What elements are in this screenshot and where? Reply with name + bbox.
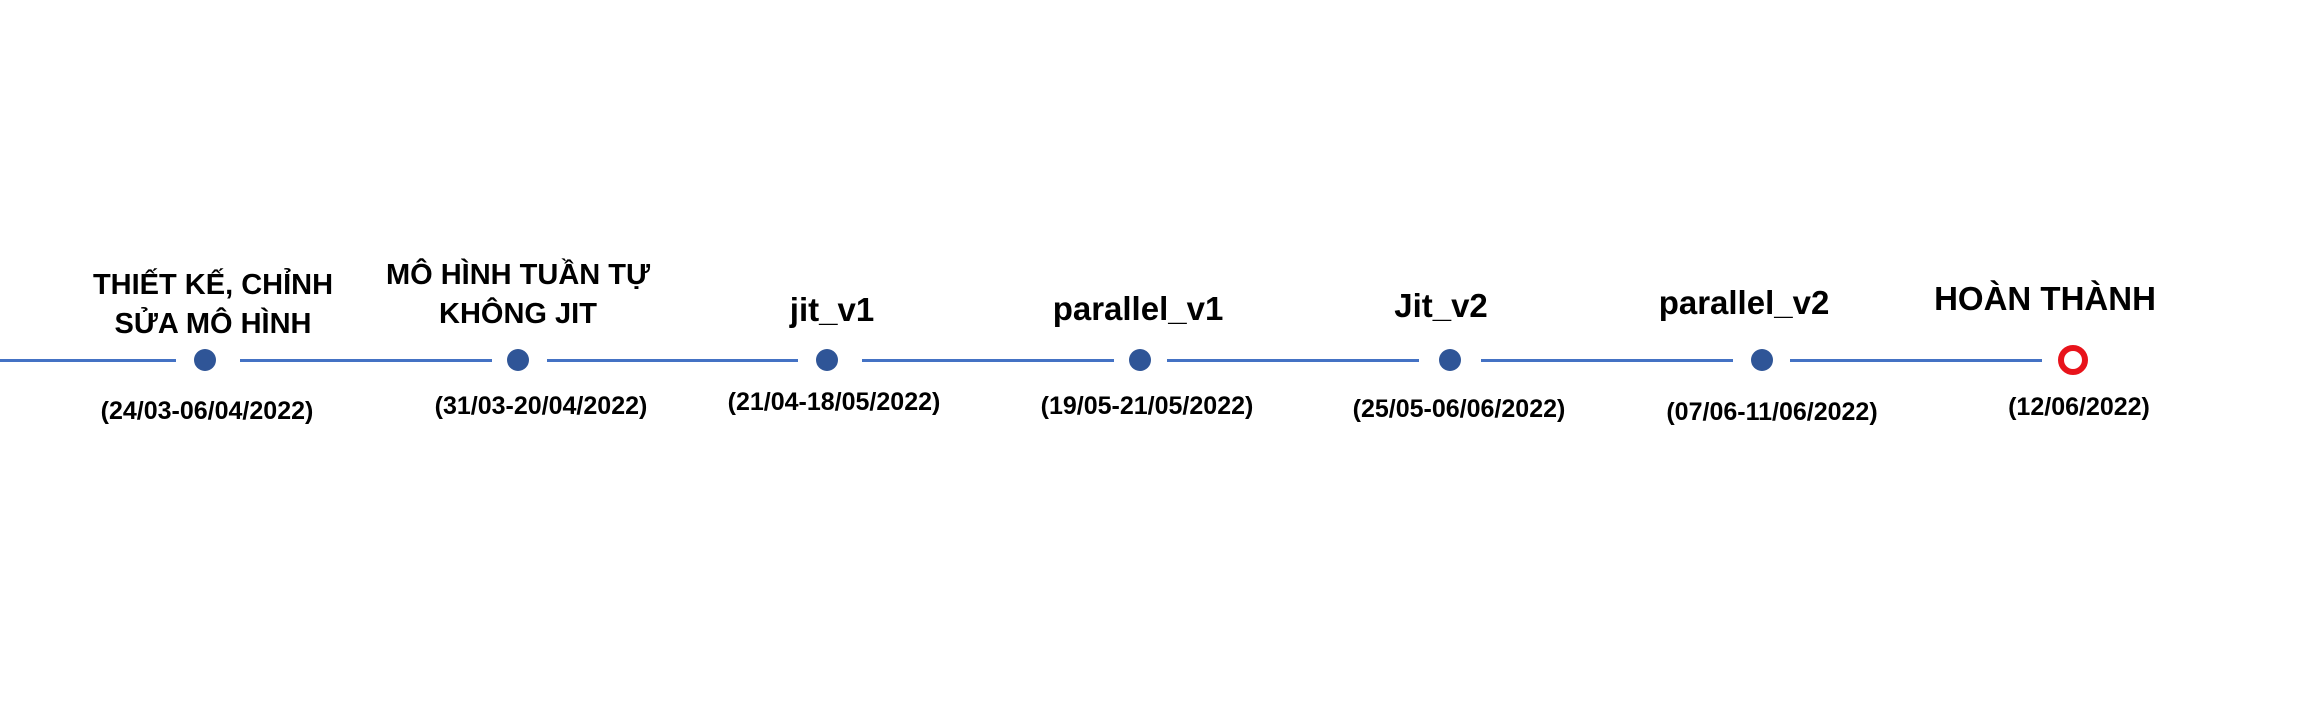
milestone-date: (24/03-06/04/2022) [100,397,314,425]
milestone-date: (21/04-18/05/2022) [727,388,941,416]
milestone-dot [1751,349,1773,371]
timeline-line-segment [547,359,798,362]
milestone-dot [194,349,216,371]
milestone-date: (19/05-21/05/2022) [1040,392,1254,420]
milestone-title: MÔ HÌNH TUẦN TỰ KHÔNG JIT [386,256,650,334]
milestone-dot [1129,349,1151,371]
finish-marker-icon [2058,345,2088,375]
timeline-line-segment [1790,359,2042,362]
milestone-dot [507,349,529,371]
milestone-title: parallel_v1 [1052,290,1224,327]
timeline-line-segment [1167,359,1419,362]
milestone-date: (25/05-06/06/2022) [1352,395,1566,423]
timeline-line-segment [240,359,492,362]
timeline-line-segment [0,359,176,362]
timeline-line-segment [862,359,1114,362]
milestone-date: (12/06/2022) [2008,393,2150,421]
milestone-date: (31/03-20/04/2022) [434,392,648,420]
timeline-line-segment [1481,359,1733,362]
milestone-title: jit_v1 [789,291,875,328]
milestone-title-line: THIẾT KẾ, CHỈNH [92,269,334,301]
milestone-title-line: KHÔNG JIT [439,298,597,330]
milestone-dot [1439,349,1461,371]
milestone-title-line: SỬA MÔ HÌNH [114,308,312,340]
milestone-date: (07/06-11/06/2022) [1666,398,1878,426]
milestone-dot [816,349,838,371]
milestone-title: Jit_v2 [1394,287,1488,324]
milestone-title-line: MÔ HÌNH TUẦN TỰ [385,259,651,291]
milestone-title: HOÀN THÀNH [1934,280,2156,317]
milestone-title: parallel_v2 [1658,284,1830,321]
milestone-title: THIẾT KẾ, CHỈNH SỬA MÔ HÌNH [93,266,333,344]
